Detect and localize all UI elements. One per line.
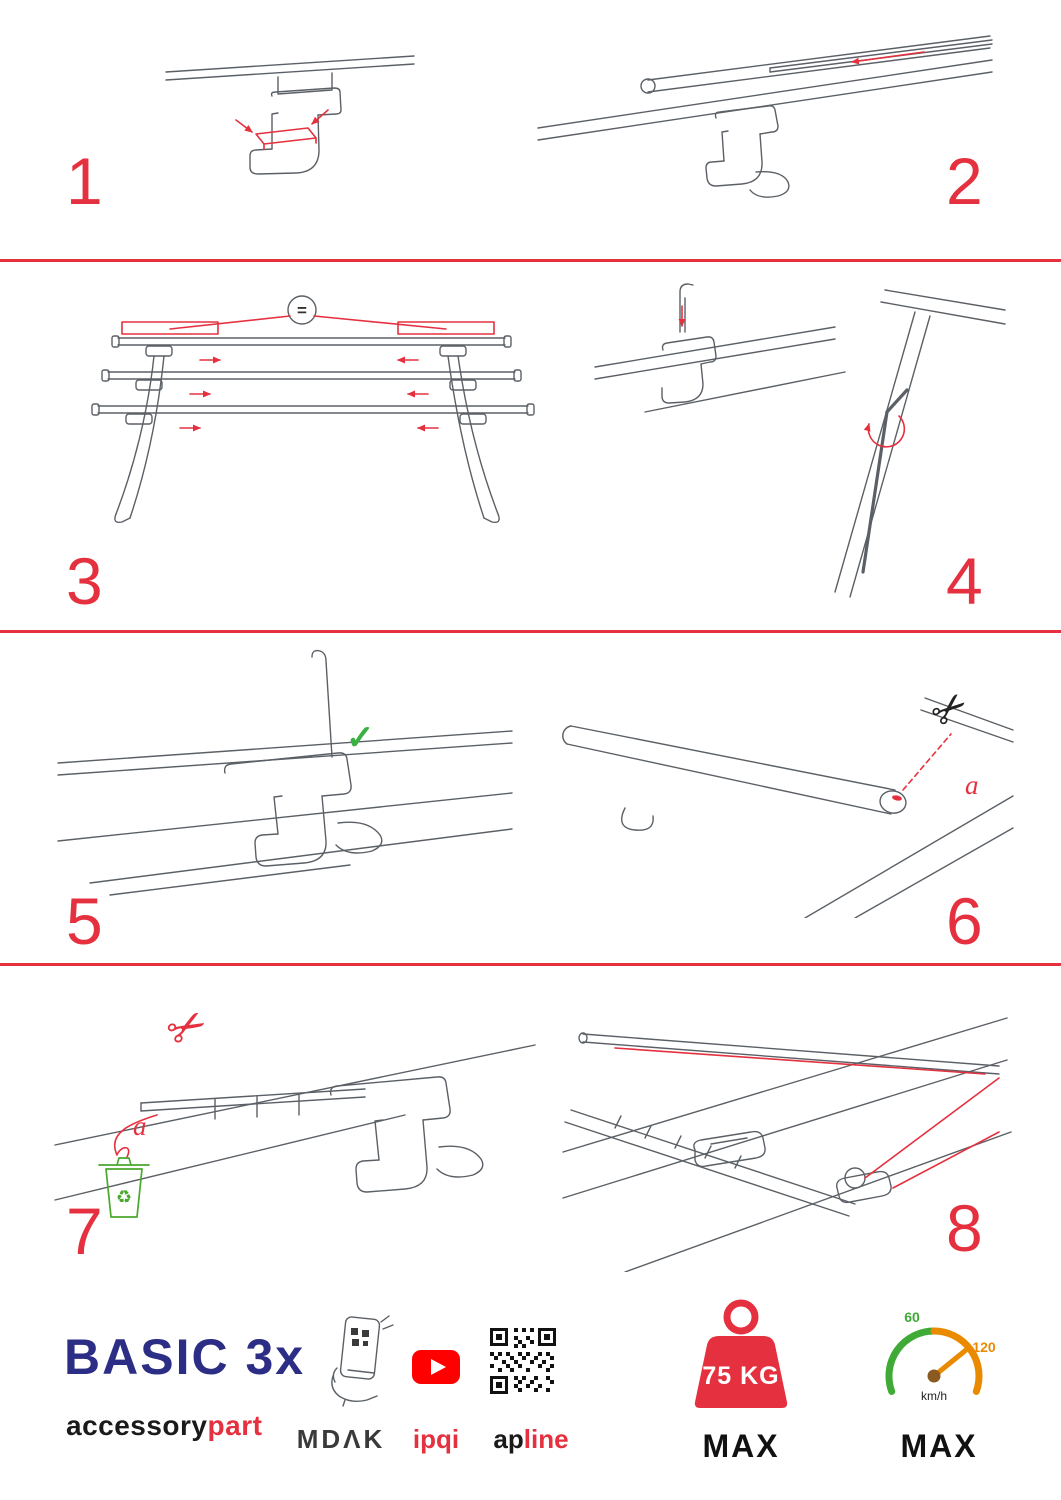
youtube-icon (412, 1350, 460, 1384)
brand-wordmark-black: accessory (66, 1410, 208, 1441)
cut-label-a: a (965, 770, 979, 800)
separator-1 (0, 259, 1061, 262)
apline-black: ap (493, 1424, 524, 1454)
step-6-number: 6 (946, 884, 983, 958)
step-3-illustration: = (50, 282, 550, 542)
insert-plate-annotation (235, 109, 329, 150)
recycle-icon: ♻ (116, 1187, 132, 1207)
step-5-number: 5 (66, 884, 103, 958)
step-1-number: 1 (66, 144, 103, 218)
speedometer-icon: 60 120 km/h (872, 1296, 1007, 1416)
step-3-number: 3 (66, 544, 103, 618)
alignment-guides (614, 1047, 1000, 1189)
mdak-logo: MDΛK (296, 1424, 386, 1454)
step-5-illustration: ✓ (50, 645, 520, 915)
equal-spacing-symbol: = (297, 301, 307, 320)
strip-end-highlight (892, 795, 902, 801)
gauge-low-label: 60 (904, 1309, 920, 1325)
speed-unit: km/h (921, 1389, 947, 1403)
step-7-number: 7 (66, 1194, 103, 1268)
product-logo: BASIC 3x (64, 1329, 306, 1385)
equal-spacing-dimensions (121, 315, 495, 432)
qr-code (490, 1328, 556, 1394)
step-8-number: 8 (946, 1191, 983, 1265)
separator-3 (0, 963, 1061, 966)
ipqi-logo: ipqi (412, 1424, 460, 1454)
rotation-arrow-icon (863, 415, 906, 448)
step-6-illustration: ✂ a (555, 668, 1015, 918)
weight-value: 75 KG (702, 1362, 779, 1390)
step-2-illustration (520, 20, 1000, 220)
step-8-illustration (555, 982, 1015, 1272)
weight-max-label: MAX (702, 1428, 780, 1464)
step-1-illustration (160, 50, 420, 225)
scissors-icon: ✂ (921, 680, 978, 739)
trash-recycle-icon: ♻ (98, 1157, 150, 1218)
step-7-illustration: ✂ a ♻ (45, 985, 545, 1245)
cut-guide-line (902, 733, 952, 791)
check-icon: ✓ (346, 719, 375, 757)
scissors-icon: ✂ (157, 995, 216, 1059)
brand-wordmark: accessorypart (66, 1410, 262, 1442)
speed-max-label: MAX (900, 1428, 978, 1464)
brand-wordmark-red: part (207, 1410, 263, 1441)
step-4-number: 4 (946, 544, 983, 618)
cut-label-a: a (133, 1111, 147, 1141)
discard-curve (114, 1114, 158, 1158)
gauge-high-label: 120 (972, 1339, 996, 1355)
slide-direction-arrow (851, 51, 925, 65)
apline-red: line (523, 1424, 569, 1454)
step-2-number: 2 (946, 144, 983, 218)
step-4-illustration (585, 272, 1015, 602)
phone-scan-icon (315, 1312, 400, 1407)
separator-2 (0, 630, 1061, 633)
weight-limit-icon: 75 KG (676, 1296, 806, 1414)
apline-logo: apline (486, 1424, 576, 1455)
